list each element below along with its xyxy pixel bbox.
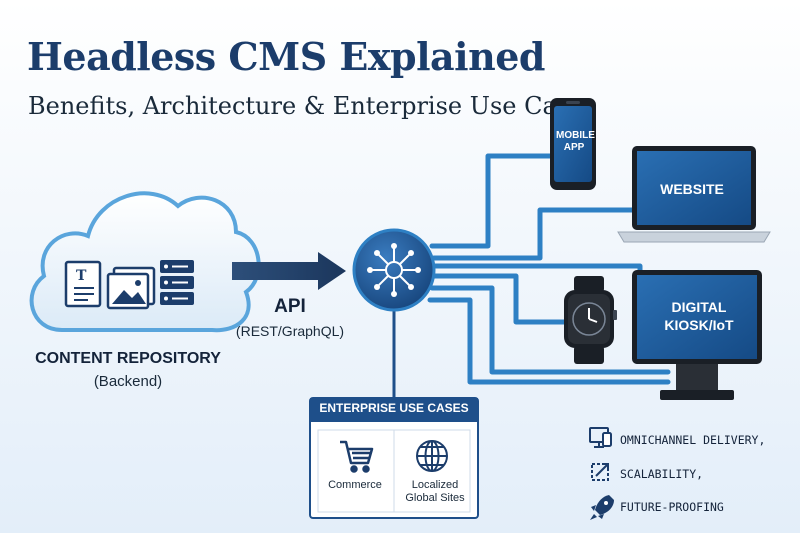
rocket-icon — [590, 495, 614, 520]
repository-title: CONTENT REPOSITORY — [35, 350, 221, 367]
hub-network-icon — [372, 248, 416, 292]
api-hub — [352, 228, 436, 312]
website-label: WEBSITE — [660, 181, 724, 197]
content-repository-cloud: T — [29, 191, 261, 333]
page-subtitle: Benefits, Architecture & Enterprise Use … — [28, 92, 596, 120]
benefit-scalability: SCALABILITY, — [620, 467, 704, 481]
use-cases-panel — [309, 397, 479, 519]
mobile-app-label-line2: APP — [563, 142, 585, 153]
svg-text:T: T — [76, 268, 87, 284]
connector-watch — [431, 273, 569, 325]
digital-kiosk — [632, 270, 762, 400]
devices-icon — [589, 427, 612, 448]
document-icon: T — [64, 260, 102, 308]
use-cases-header: ENTERPRISE USE CASES — [319, 401, 469, 415]
smartwatch-icon — [564, 276, 617, 364]
kiosk-label-line2: KIOSK/IoT — [664, 317, 734, 333]
globe-icon — [416, 440, 448, 472]
kiosk-label: DIGITAL KIOSK/IoT — [640, 298, 758, 334]
page-title: Headless CMS Explained — [27, 34, 545, 79]
connector-kiosk-3 — [427, 297, 671, 385]
database-stack-icon — [160, 260, 194, 305]
image-gallery-icon — [106, 266, 156, 310]
website-laptop — [617, 146, 771, 243]
kiosk-label-line1: DIGITAL — [671, 299, 727, 315]
mobile-device — [550, 98, 596, 190]
shopping-cart-icon — [340, 440, 374, 473]
connector-website — [431, 207, 635, 261]
api-arrow — [232, 252, 346, 290]
connector-mobile — [429, 153, 555, 249]
use-case-global-line2: Global Sites — [405, 492, 465, 504]
expand-arrows-icon — [591, 463, 609, 481]
api-subtitle: (REST/GraphQL) — [235, 323, 345, 339]
use-case-global-line1: Localized — [411, 479, 459, 491]
use-case-global-sites: Localized Global Sites — [398, 479, 472, 505]
mobile-app-label: MOBILE APP — [556, 130, 595, 154]
mobile-app-label-line1: MOBILE — [556, 130, 595, 141]
connector-kiosk-2 — [429, 285, 671, 375]
api-title: API — [274, 296, 306, 317]
benefit-future-proofing: FUTURE-PROOFING — [620, 500, 724, 514]
benefit-omnichannel: OMNICHANNEL DELIVERY, — [620, 433, 766, 447]
use-case-commerce: Commerce — [322, 479, 388, 492]
repository-subtitle: (Backend) — [93, 373, 163, 390]
use-case-commerce-label: Commerce — [328, 479, 382, 491]
